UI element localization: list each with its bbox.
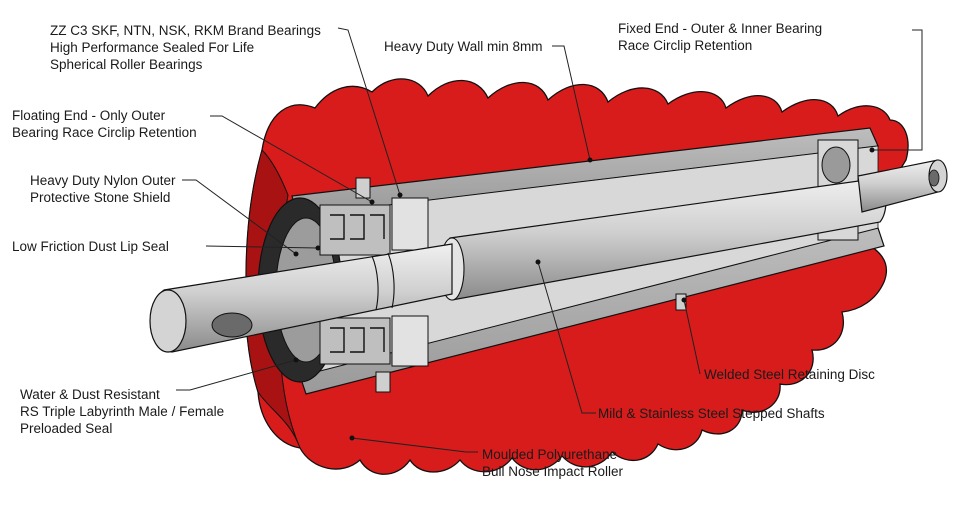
shaft-collar-left (371, 252, 395, 311)
label-bearings-line-3: Spherical Roller Bearings (50, 57, 203, 72)
label-labyrinth-line-3: Preloaded Seal (20, 421, 113, 436)
label-fixed-end-line-2: Race Circlip Retention (618, 38, 753, 53)
label-dust-seal: Low Friction Dust Lip Seal (12, 238, 169, 255)
labyrinth-pattern (330, 214, 385, 353)
label-fixed-end-line-1: Fixed End - Outer & Inner Bearing (618, 21, 823, 36)
label-roller-line-1: Moulded Polyurethane (482, 447, 618, 462)
label-retaining-disc: Welded Steel Retaining Disc (704, 366, 875, 383)
label-dust-seal-line-1: Low Friction Dust Lip Seal (12, 239, 169, 254)
bearing-rollers-right (821, 146, 851, 184)
bearing-upper-left (391, 197, 429, 251)
leader-lines (176, 27, 923, 453)
label-labyrinth-line-1: Water & Dust Resistant (20, 387, 160, 402)
label-labyrinth: Water & Dust Resistant RS Triple Labyrin… (20, 386, 224, 437)
label-floating-end-line-2: Bearing Race Circlip Retention (12, 125, 197, 140)
label-bearings-line-2: High Performance Sealed For Life (50, 40, 255, 55)
label-nylon-shield-line-1: Heavy Duty Nylon Outer (30, 173, 176, 188)
label-shafts-line-1: Mild & Stainless Steel Stepped Shafts (598, 406, 825, 421)
shaft-left-end (149, 289, 187, 353)
retaining-disc (675, 293, 687, 311)
label-bearings-line-1: ZZ C3 SKF, NTN, NSK, RKM Brand Bearings (50, 23, 321, 38)
label-roller: Moulded Polyurethane Bull Nose Impact Ro… (482, 446, 623, 480)
leader-dots (293, 147, 875, 441)
label-nylon-shield: Heavy Duty Nylon Outer Protective Stone … (30, 172, 176, 206)
shaft-right-hole (928, 169, 940, 187)
label-roller-line-2: Bull Nose Impact Roller (482, 464, 624, 479)
label-wall-line-1: Heavy Duty Wall min 8mm (384, 39, 543, 54)
circlip-left (355, 177, 371, 199)
label-nylon-shield-line-2: Protective Stone Shield (30, 190, 171, 205)
label-shafts: Mild & Stainless Steel Stepped Shafts (598, 405, 825, 422)
label-floating-end: Floating End - Only Outer Bearing Race C… (12, 107, 197, 141)
label-labyrinth-line-2: RS Triple Labyrinth Male / Female (20, 404, 225, 419)
label-retaining-disc-line-1: Welded Steel Retaining Disc (704, 367, 875, 382)
labyrinth-seal-upper (319, 204, 391, 256)
label-fixed-end: Fixed End - Outer & Inner Bearing Race C… (618, 20, 822, 54)
bearing-lower-left (391, 315, 429, 367)
labyrinth-seal-lower (319, 317, 391, 365)
shaft-left-hole (211, 312, 253, 338)
label-wall: Heavy Duty Wall min 8mm (384, 38, 543, 55)
circlip-left-lower (375, 371, 391, 393)
label-bearings: ZZ C3 SKF, NTN, NSK, RKM Brand Bearings … (50, 22, 321, 73)
label-floating-end-line-1: Floating End - Only Outer (12, 108, 166, 123)
